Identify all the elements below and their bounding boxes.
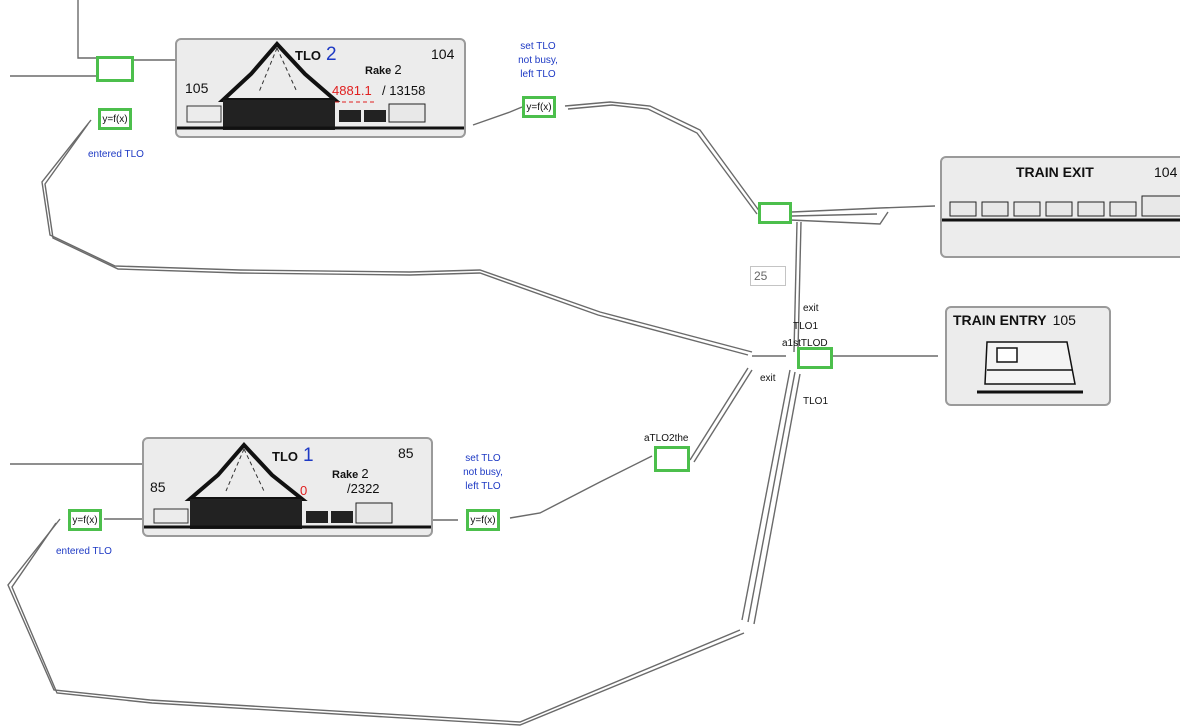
- tlo1-count-top: 85: [398, 445, 414, 461]
- tlo2-rake: Rake 2: [365, 62, 402, 77]
- port-label-exit-bottom: exit: [760, 373, 776, 384]
- tlo2-exit-function[interactable]: y=f(x): [522, 96, 556, 118]
- port-label-a1st: a1stTLOD: [782, 338, 828, 349]
- train-exit-block[interactable]: TRAIN EXIT 104: [940, 156, 1180, 258]
- tlo1-entered-note: entered TLO: [56, 545, 112, 559]
- tlo2-entered-function[interactable]: y=f(x): [98, 108, 132, 130]
- tlo1-number: 1: [303, 445, 314, 466]
- tlo2-entered-note: entered TLO: [88, 148, 144, 162]
- tlo1-count-left: 85: [150, 479, 166, 495]
- atlo2the-connector[interactable]: [654, 446, 690, 472]
- tlo2-count-top: 104: [431, 46, 454, 62]
- tlo2-number: 2: [326, 44, 337, 65]
- port-label-atlo2the: aTLO2the: [644, 433, 688, 444]
- a1st-tlod-connector[interactable]: [797, 347, 833, 369]
- port-label-tlo1-top: TLO1: [793, 321, 818, 332]
- train-entry-count: 105: [1053, 312, 1076, 328]
- tlo1-exit-function[interactable]: y=f(x): [466, 509, 500, 531]
- train-exit-title: TRAIN EXIT: [1016, 164, 1094, 180]
- tlo2-total: / 13158: [382, 83, 425, 98]
- tlo1-entered-function[interactable]: y=f(x): [68, 509, 102, 531]
- tlo2-count-left: 105: [185, 80, 208, 96]
- tlo1-loaded: 0: [300, 483, 307, 498]
- exit-connector[interactable]: [758, 202, 792, 224]
- value-input[interactable]: [750, 266, 786, 286]
- tlo1-total: /2322: [347, 481, 380, 496]
- train-exit-count: 104: [1154, 164, 1177, 180]
- tlo2-entry-connector[interactable]: [96, 56, 134, 82]
- port-label-tlo1-bottom: TLO1: [803, 396, 828, 407]
- tlo1-rake: Rake 2: [332, 466, 369, 481]
- port-label-exit-top: exit: [803, 303, 819, 314]
- tlo2-loaded: 4881.1: [332, 83, 372, 98]
